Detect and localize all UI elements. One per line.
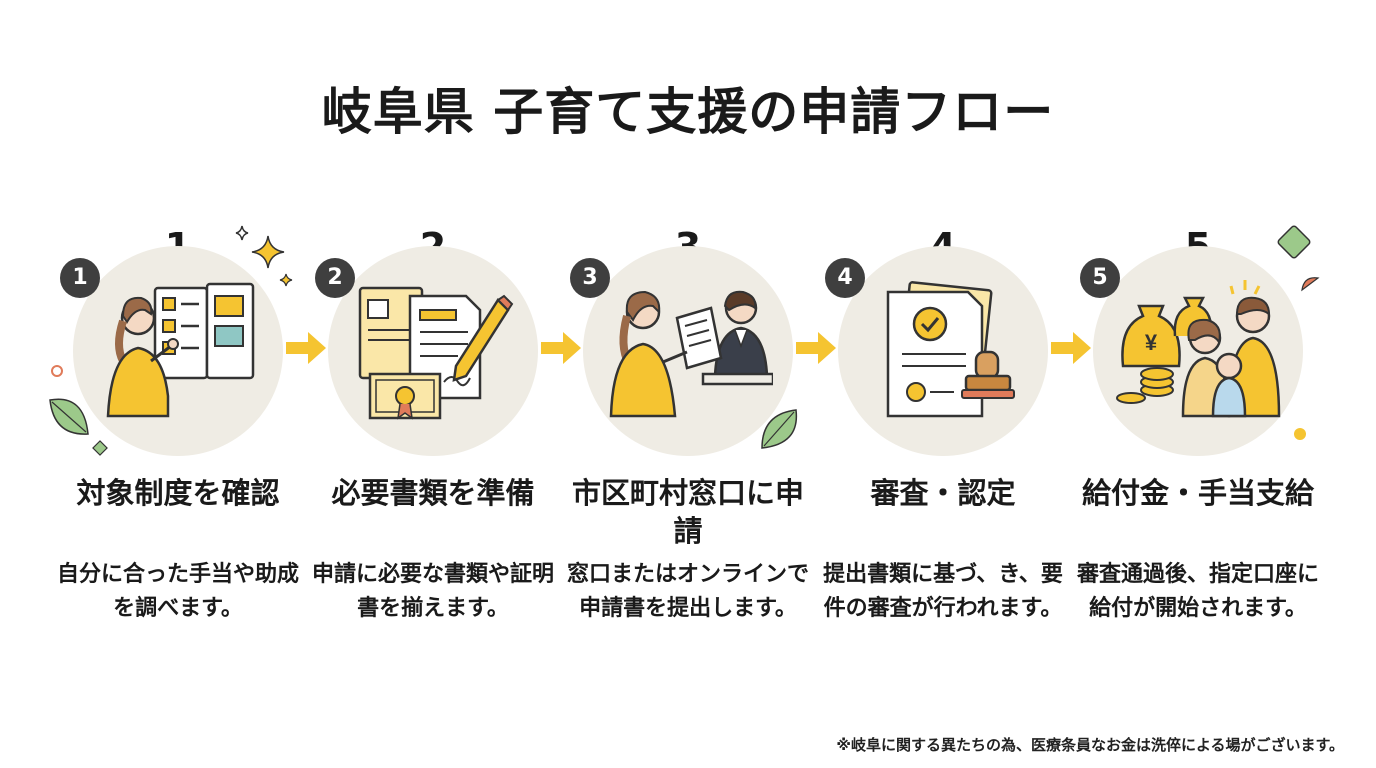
step-description: 窓口またはオンラインで申請書を提出します。 [566,562,809,621]
step-badge: 5 [1080,258,1120,298]
step-title: 必要書類を準備 [331,476,535,510]
sparkle-icon [235,225,293,287]
step-badge: 3 [570,258,610,298]
arrow-right-icon [286,332,326,364]
arrow-right-icon [796,332,836,364]
dot-icon [51,365,63,377]
step-badge: 4 [825,258,865,298]
review-stamp-icon [886,281,1015,418]
step-1: 1 1 対象制度を確認 自分に合った手当や助成を調べます。 [57,0,299,700]
dot-icon [1294,428,1306,440]
step-3: 3 3 市区町村窓口に申請 窓口またはオンラインで申請書を提出します。 [567,0,809,700]
footnote: ※岐阜に関する異たちの為、医療条員なお金は洗倅による場がございます。 [836,736,1344,754]
step-description: 提出書類に基づ、き、要件の審査が行われます。 [823,562,1063,621]
counter-application-icon [609,290,773,418]
arrow-right-icon [1051,332,1091,364]
arrow-right-icon [541,332,581,364]
half-circle-icon [1301,277,1320,292]
step-description: 申請に必要な書類や証明書を揃えます。 [311,562,554,621]
diamond-icon [1277,225,1311,259]
family-money-icon: ¥ [1116,280,1281,418]
svg-text:¥: ¥ [1145,330,1158,355]
leaf-icon [761,409,798,449]
leaf-icon [49,398,89,435]
step-title: 市区町村窓口に申請 [571,476,804,548]
step-4: 4 4 審査・認定 提出書類に基づ、き、要件の審査が行われます。 [823,0,1063,700]
step-badge: 1 [60,258,100,298]
step-title: 審査・認定 [870,476,1016,510]
step-title: 給付金・手当支給 [1081,476,1314,510]
diamond-icon [92,440,108,456]
page-title: 岐阜県 子育て支援の申請フロー [321,83,1055,141]
step-description: 審査通過後、指定口座に給付が開始されます。 [1076,562,1319,621]
step-5: 5 5 ¥ 給付金・手当支給 審査通過後、指定口座に給付が開始されます。 [1077,0,1319,700]
documents-pen-icon [358,286,514,420]
step-description: 自分に合った手当や助成を調べます。 [56,562,299,621]
checklist-person-icon [106,282,255,418]
step-2: 2 2 必要書類を準備 申請に必要な書類や証明書を揃えます。 [312,0,554,700]
step-title: 対象制度を確認 [76,476,280,510]
step-badge: 2 [315,258,355,298]
